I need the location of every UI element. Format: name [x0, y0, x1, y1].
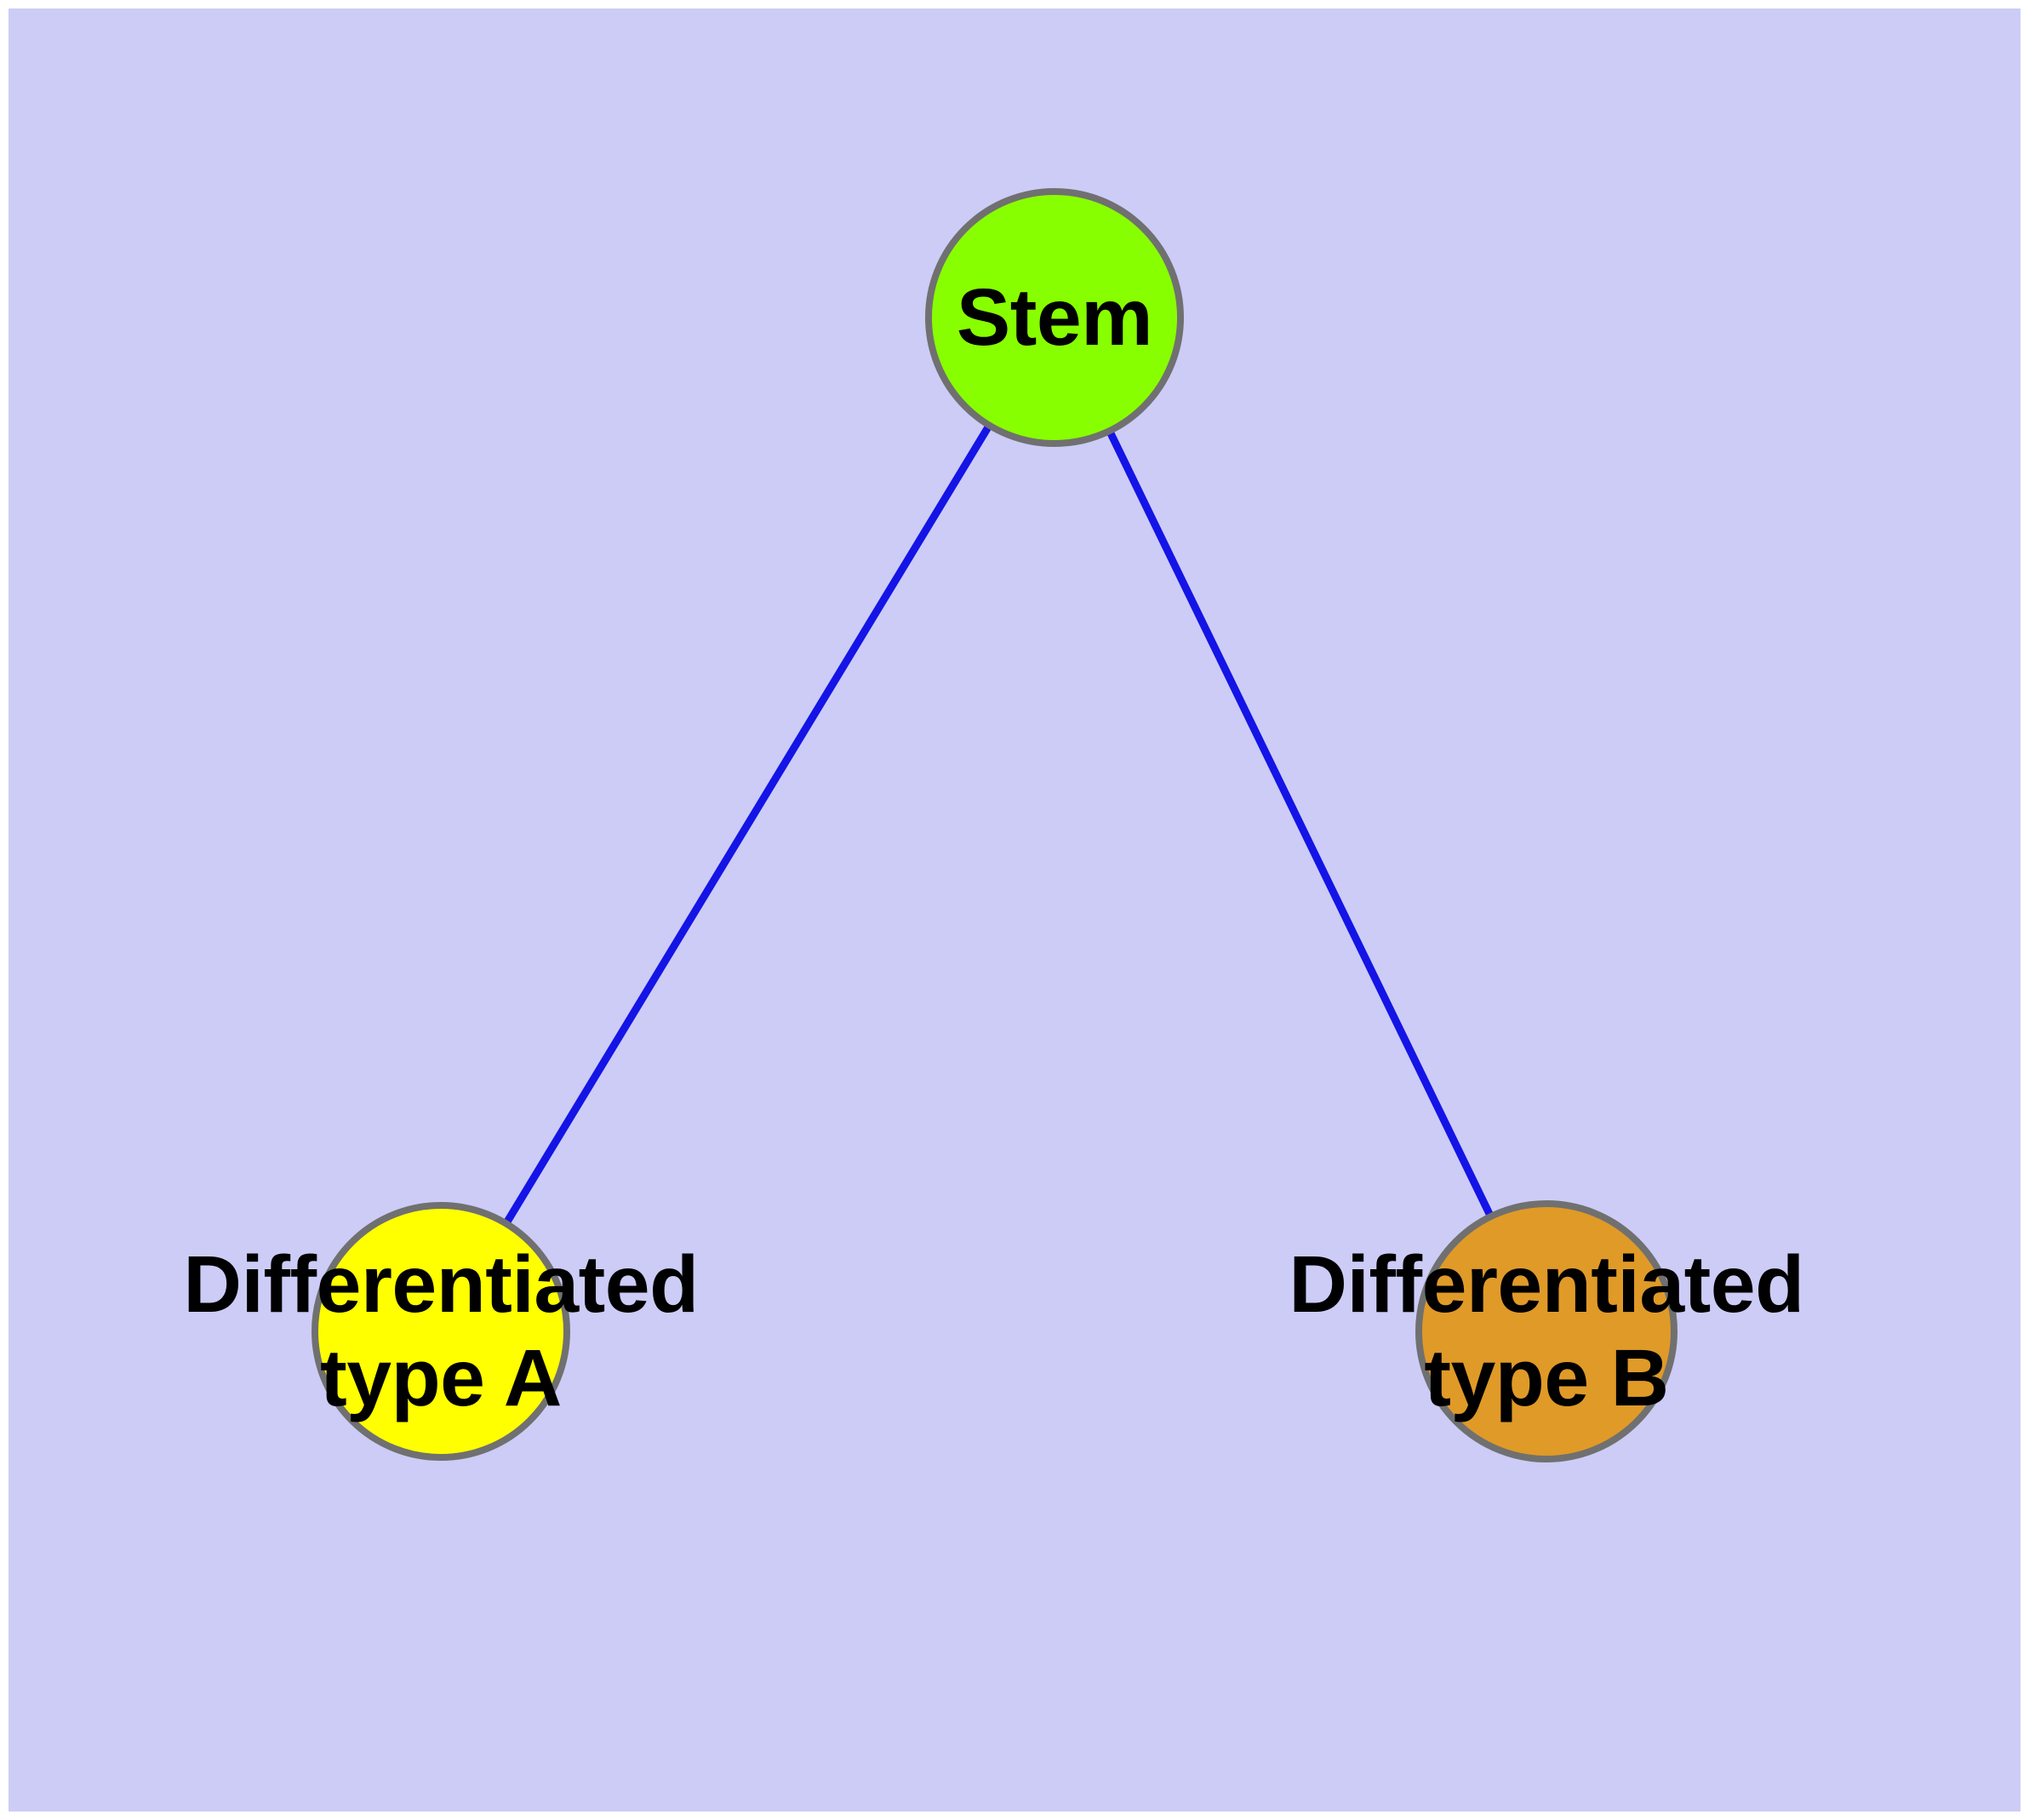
- graph-edge: [1050, 316, 1551, 1333]
- nodes-layer: [311, 188, 1677, 1462]
- graph-node-diff_b[interactable]: [1415, 1200, 1677, 1462]
- edges-layer: [437, 315, 1551, 1334]
- graph-node-diff_a[interactable]: [311, 1202, 570, 1461]
- graph-node-stem[interactable]: [925, 188, 1184, 447]
- graph-edge: [437, 315, 1058, 1334]
